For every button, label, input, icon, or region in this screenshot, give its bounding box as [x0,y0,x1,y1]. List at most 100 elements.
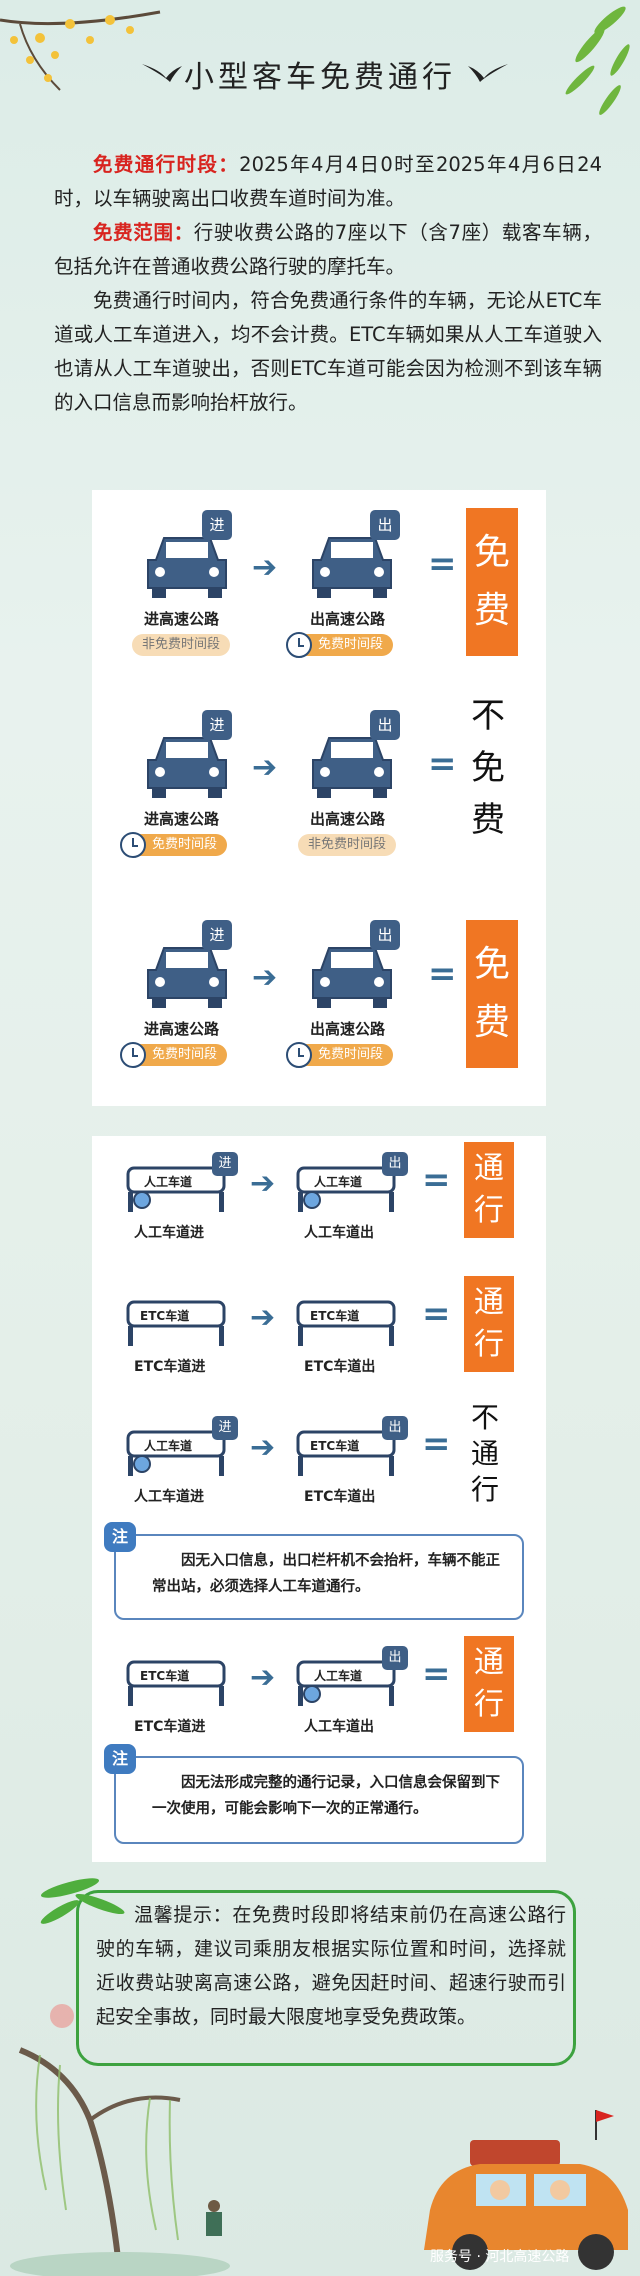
swallow-left-icon [142,64,182,82]
bamboo-leaves-decoration [40,1878,125,1924]
clock-icon [286,1042,312,1068]
note-2-text: 因无法形成完整的通行记录，入口信息会保留到下一次使用，可能会影响下一次的正常通行… [152,1775,500,1817]
enter-period-pill: 免费时间段 [120,1042,228,1068]
enter-period-pill: 免费时间段 [120,832,228,858]
exit-highway-label: 出高速公路 [310,1020,386,1038]
arrow-icon: ➔ [252,960,278,995]
exit-badge: 出 [382,1646,408,1670]
enter-badge: 进 [212,1152,238,1176]
lane-exit-label: 人工车道出 [304,1719,374,1735]
manual-lane-booth-icon [296,1166,396,1212]
arrow-icon: ➔ [250,1660,276,1695]
willow-leaves-decoration [565,6,630,115]
lane-exit-label: ETC车道出 [304,1359,376,1375]
result-no-pass-text: 不通行 [470,1401,499,1506]
clock-icon [286,632,312,658]
booth-text: 人工车道 [314,1175,363,1189]
equals-sign: = [422,1424,451,1464]
car-icon [147,947,227,1008]
arrow-icon: ➔ [252,750,278,785]
booth-text: 人工车道 [144,1175,193,1189]
title-bar: 小型客车免费通行 [0,52,640,96]
swallow-right-icon [468,64,508,82]
enter-badge: 进 [212,1416,238,1440]
exit-badge: 出 [370,920,400,950]
result-pass-box: 通行 [464,1636,514,1732]
arrow-icon: ➔ [250,1166,276,1201]
free-time-text: 2025年4月4日0时至2025年4月6日24时，以车辆驶离出口收费车道时间为准… [54,153,602,210]
lane-enter-label: 人工车道进 [134,1489,204,1505]
note-1: 注 因无入口信息，出口栏杆机不会抬杆，车辆不能正常出站，必须选择人工车道通行。 [104,1522,524,1620]
exit-badge: 出 [370,710,400,740]
exit-period-pill: 免费时间段 [286,632,394,658]
etc-lane-booth-icon [126,1300,226,1346]
car-icon [147,737,227,798]
free-period-diagram: 进 进高速公路 非免费时间段 ➔ 出 出高速公路 免费时间段 = 免费 进 进高… [92,490,546,1106]
result-free-box: 免费 [466,920,518,1068]
tip-frame [76,1890,576,2066]
lane-rule-diagram: 人工车道 进 人工车道进 ➔ 人工车道 出 人工车道出 = 通行 ETC车道 E… [92,1136,546,1862]
page-title: 小型客车免费通行 [184,60,456,95]
manual-lane-booth-icon [126,1166,226,1212]
enter-badge: 进 [202,710,232,740]
enter-badge: 进 [202,920,232,950]
enter-highway-label: 进高速公路 [144,610,220,628]
lane-exit-label: 人工车道出 [304,1225,374,1241]
exit-period-pill: 免费时间段 [286,1042,394,1068]
equals-sign: = [428,544,457,584]
period-row-2: 进 进高速公路 免费时间段 ➔ 出 出高速公路 非免费时间段 = 不免费 [92,690,546,890]
lane-enter-label: ETC车道进 [134,1719,206,1735]
arrow-icon: ➔ [252,550,278,585]
lane-row-1: 人工车道 进 人工车道进 ➔ 人工车道 出 人工车道出 = 通行 [92,1142,546,1252]
car-icon [312,737,392,798]
lane-enter-label: ETC车道进 [134,1359,206,1375]
equals-sign: = [422,1294,451,1334]
free-scope-label: 免费范围： [93,221,194,244]
arrow-icon: ➔ [250,1300,276,1335]
equals-sign: = [422,1654,451,1694]
blossom-branch-decoration [0,10,161,91]
footer-text: 服务号 · 河北高速公路 [430,2249,570,2265]
etc-lane-booth-icon [296,1300,396,1346]
lane-row-2: ETC车道 ETC车道进 ➔ ETC车道 ETC车道出 = 通行 [92,1276,546,1386]
note-tag: 注 [104,1744,136,1774]
equals-sign: = [428,954,457,994]
enter-highway-label: 进高速公路 [144,1020,220,1038]
lane-rule-paragraph: 免费通行时间内，符合免费通行条件的车辆，无论从ETC车道或人工车道进入，均不会计… [54,289,602,414]
exit-period-pill: 非免费时间段 [298,834,397,856]
car-icon [147,537,227,598]
arrow-icon: ➔ [250,1430,276,1465]
exit-badge: 出 [382,1416,408,1440]
period-row-3: 进 进高速公路 免费时间段 ➔ 出 出高速公路 免费时间段 = 免费 [92,900,546,1100]
clock-icon [120,1042,146,1068]
result-not-free-text: 不免费 [471,696,505,840]
exit-badge: 出 [382,1152,408,1176]
manual-lane-booth-icon [296,1660,396,1706]
exit-highway-label: 出高速公路 [310,810,386,828]
lane-row-3: 人工车道 进 人工车道进 ➔ ETC车道 出 ETC车道出 = 不通行 [92,1401,546,1516]
tip-text: 温馨提示：在免费时段即将结束前仍在高速公路行驶的车辆，建议司乘朋友根据实际位置和… [96,1904,566,2028]
booth-text: ETC车道 [140,1669,190,1683]
willow-tree-decoration [10,2004,230,2276]
equals-sign: = [428,744,457,784]
car-icon [312,537,392,598]
lane-enter-label: 人工车道进 [134,1225,204,1241]
manual-lane-booth-icon [126,1430,226,1476]
booth-text: ETC车道 [310,1309,360,1323]
enter-period-pill: 非免费时间段 [132,634,231,656]
free-scope-text: 行驶收费公路的7座以下（含7座）载客车辆，包括允许在普通收费公路行驶的摩托车。 [54,221,602,278]
booth-text: ETC车道 [310,1439,360,1453]
lane-row-4: ETC车道 ETC车道进 ➔ 人工车道 出 人工车道出 = 通行 [92,1636,546,1746]
free-scope-paragraph: 免费范围：行驶收费公路的7座以下（含7座）载客车辆，包括允许在普通收费公路行驶的… [54,216,602,284]
result-free-box: 免费 [466,508,518,656]
enter-badge: 进 [202,510,232,540]
etc-lane-booth-icon [126,1660,226,1706]
note-1-text: 因无入口信息，出口栏杆机不会抬杆，车辆不能正常出站，必须选择人工车道通行。 [152,1553,500,1595]
booth-text: 人工车道 [144,1439,193,1453]
exit-highway-label: 出高速公路 [310,610,386,628]
booth-text: ETC车道 [140,1309,190,1323]
exit-badge: 出 [370,510,400,540]
result-pass-box: 通行 [464,1276,514,1372]
period-row-1: 进 进高速公路 非免费时间段 ➔ 出 出高速公路 免费时间段 = 免费 [92,500,546,690]
note-tag: 注 [104,1522,136,1552]
